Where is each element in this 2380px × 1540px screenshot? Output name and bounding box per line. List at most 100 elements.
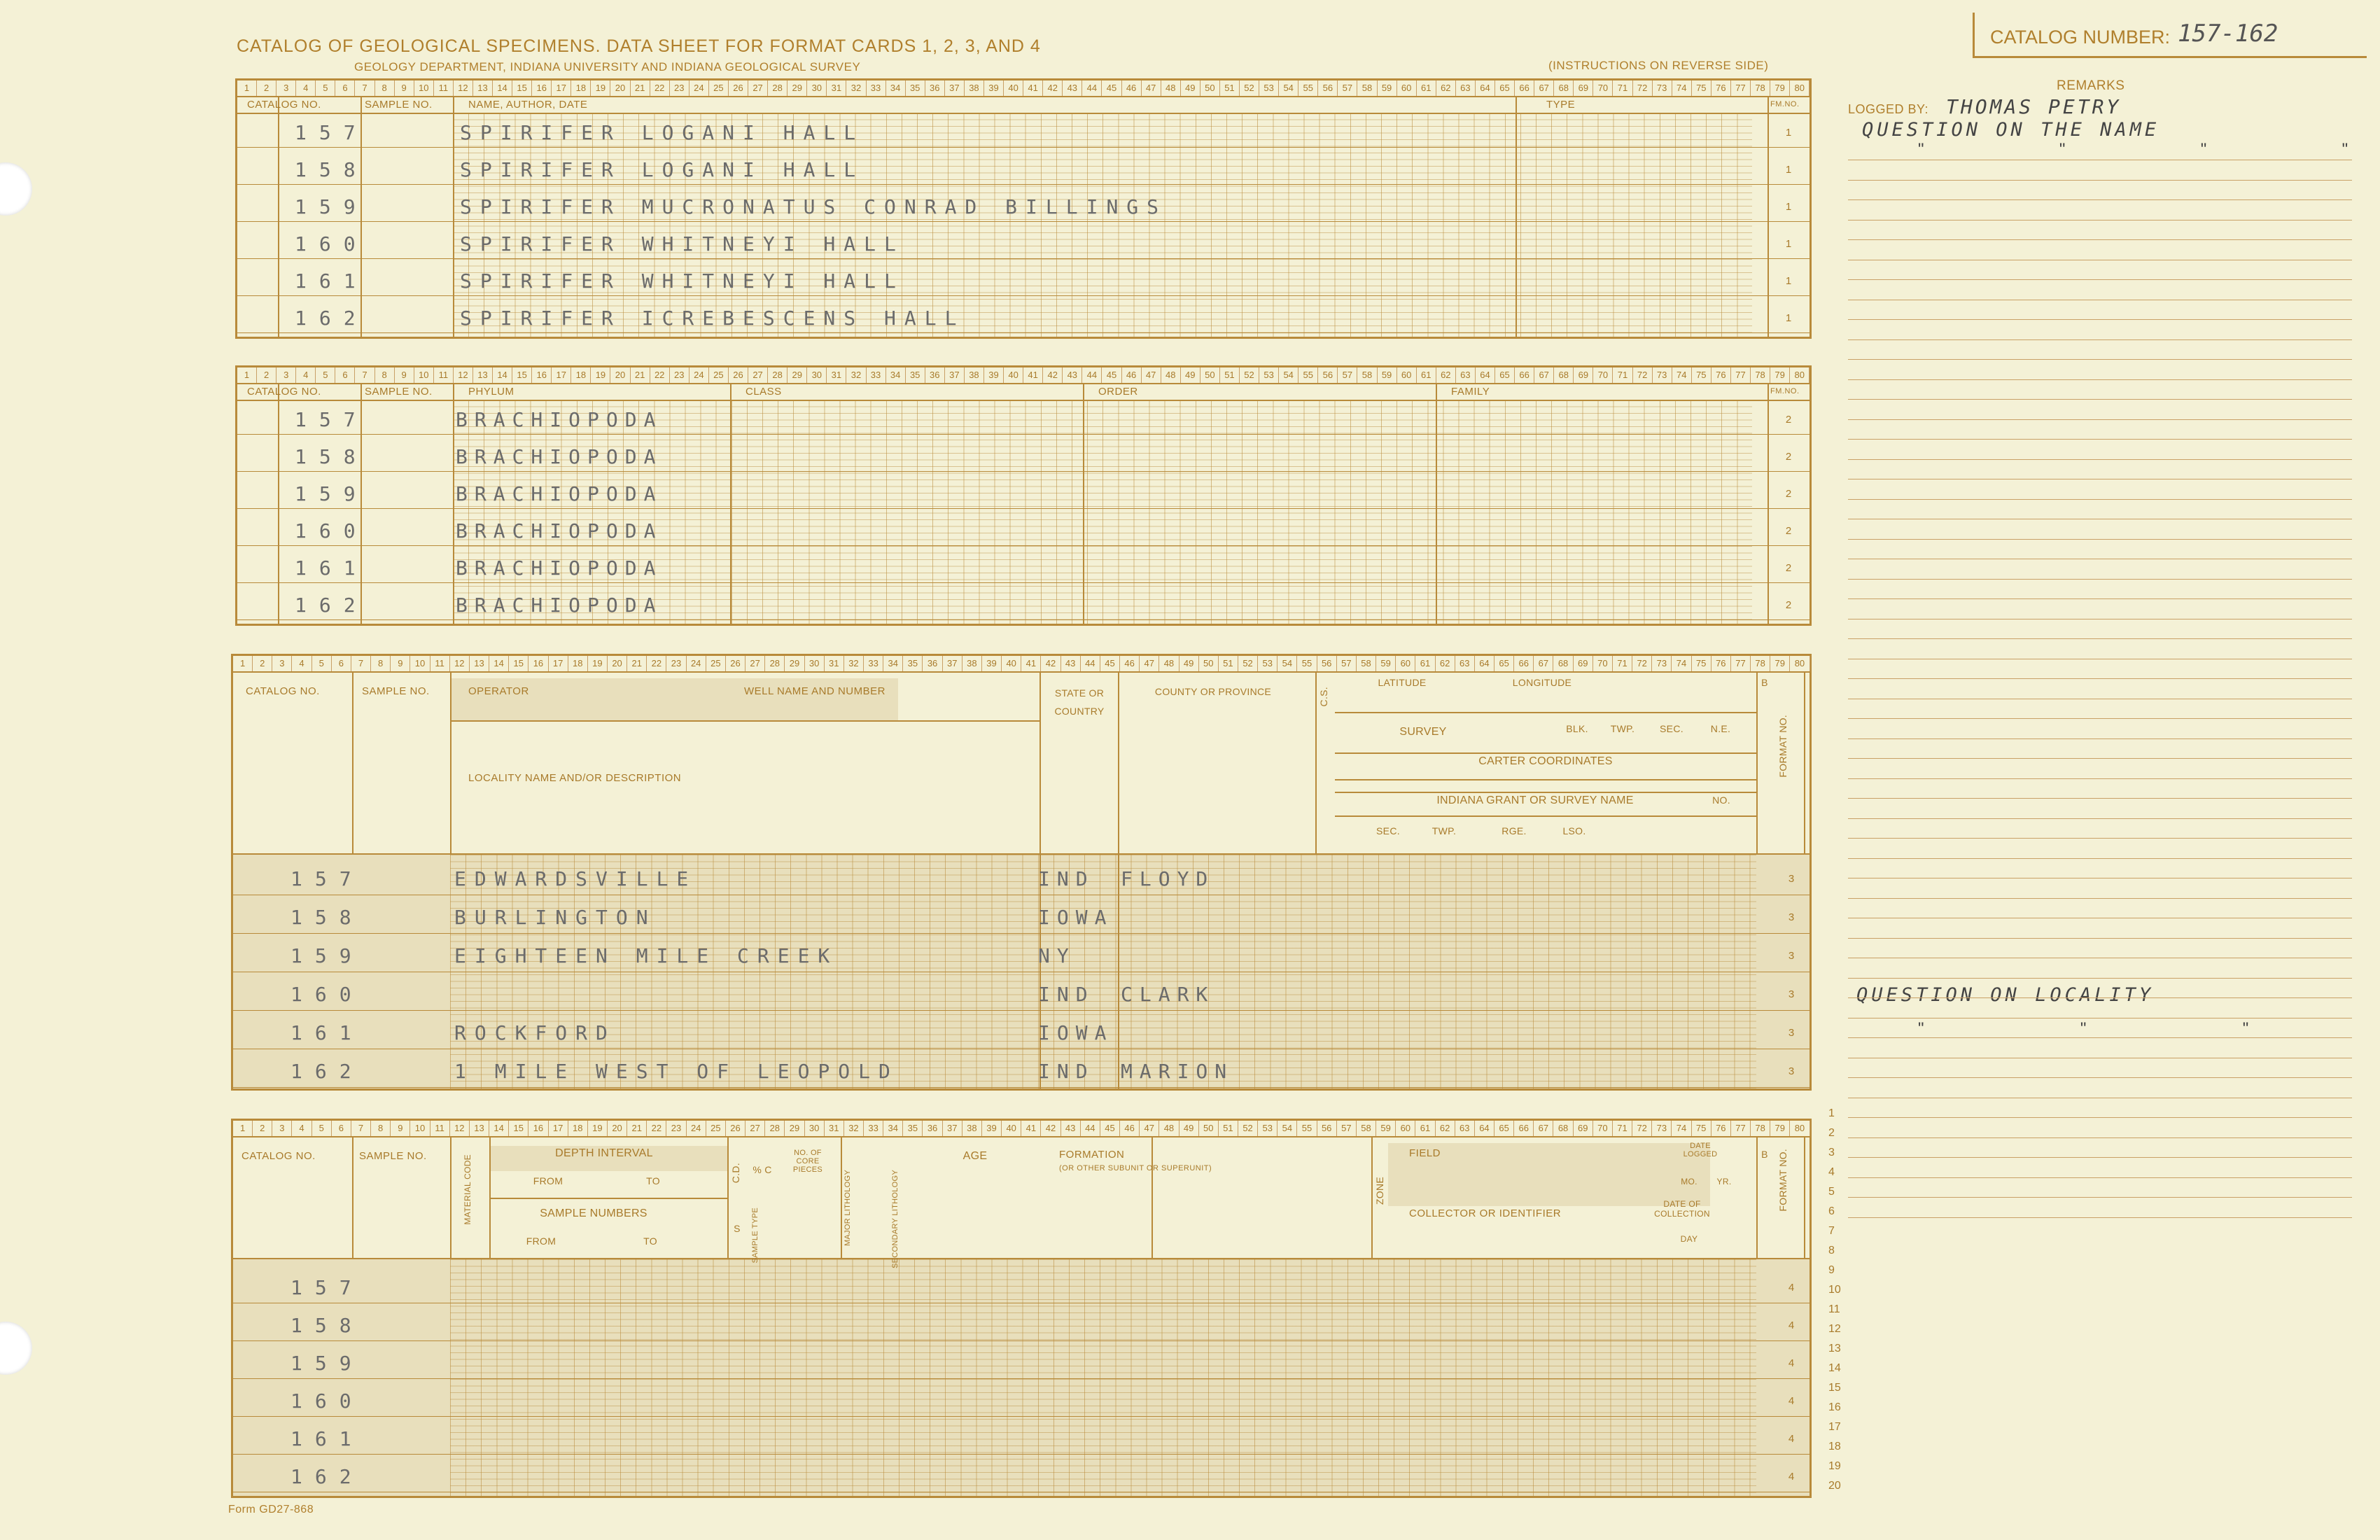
remarks-line — [1848, 738, 2352, 739]
remarks-line — [1848, 997, 2352, 998]
form-subtitle: GEOLOGY DEPARTMENT, INDIANA UNIVERSITY A… — [354, 60, 861, 74]
remarks-line-number: 20 — [1828, 1480, 1841, 1492]
remarks-line — [1848, 638, 2352, 639]
remarks-line-number: 6 — [1828, 1205, 1835, 1217]
card3-header-blk: BLK. — [1566, 723, 1588, 734]
card4-header-major: MAJOR LITHOLOGY — [844, 1170, 852, 1247]
format-number: 1 — [1785, 275, 1792, 287]
phylum-value: BRACHIOPODA — [456, 594, 663, 617]
card3-operator-shade — [450, 678, 898, 720]
format-number: 3 — [1788, 988, 1795, 1000]
card4-header-mo: MO. — [1681, 1177, 1698, 1186]
remarks-line — [1848, 1077, 2352, 1078]
card3-header-grant: INDIANA GRANT OR SURVEY NAME — [1436, 794, 1634, 806]
remark-note-2: QUESTION ON LOCALITY — [1856, 984, 2155, 1006]
card4-header-age: AGE — [962, 1150, 988, 1162]
remarks-line-number: 7 — [1828, 1225, 1835, 1237]
format-number: 4 — [1788, 1471, 1795, 1483]
county-value: FLOYD — [1121, 867, 1215, 890]
remarks-line — [1848, 1117, 2352, 1118]
card4-header-format: FORMAT NO. — [1777, 1149, 1788, 1212]
card3-header-state: STATE OR COUNTRY — [1054, 687, 1105, 717]
format-number: 3 — [1788, 911, 1795, 923]
remarks-line — [1848, 399, 2352, 400]
remarks-line — [1848, 1177, 2352, 1178]
remarks-line — [1848, 279, 2352, 280]
card4-header-sample-type: SAMPLE TYPE — [751, 1208, 760, 1264]
state-value: IOWA — [1038, 906, 1114, 929]
card2-header-sample: SAMPLE NO. — [365, 386, 433, 398]
card3-header-no: NO. — [1712, 794, 1730, 806]
card3-header-sample: SAMPLE NO. — [362, 685, 430, 697]
card4-header-catalog: CATALOG NO. — [241, 1150, 316, 1162]
card4-depth-shade — [489, 1146, 727, 1171]
card3-header-sec2: SEC. — [1376, 825, 1400, 836]
catalog-number-label: CATALOG NUMBER: — [1990, 27, 2171, 48]
phylum-value: BRACHIOPODA — [456, 556, 663, 580]
catalog-number: 162 — [295, 594, 368, 617]
format-number: 2 — [1785, 488, 1792, 500]
format-number: 4 — [1788, 1433, 1795, 1445]
remarks-line — [1848, 1157, 2352, 1158]
remarks-line — [1848, 359, 2352, 360]
state-value: IND — [1038, 867, 1095, 890]
remarks-line — [1848, 458, 2352, 460]
catalog-number: 160 — [290, 1390, 364, 1413]
card4-header-sn-from: FROM — [526, 1236, 556, 1247]
remark-note-2-ditto: " " " — [1918, 1019, 2298, 1038]
locality-value: EIGHTEEN MILE CREEK — [454, 944, 839, 967]
catalog-number: 159 — [290, 1352, 364, 1375]
punch-hole-bottom — [0, 1322, 32, 1375]
card2-header-catalog: CATALOG NO. — [247, 386, 321, 398]
format-number: 2 — [1785, 562, 1792, 574]
card4-header-pctc: % C — [752, 1164, 772, 1175]
phylum-value: BRACHIOPODA — [456, 482, 663, 505]
locality-value: BURLINGTON — [454, 906, 657, 929]
card3-header-b: B — [1761, 677, 1768, 688]
county-value: MARION — [1121, 1060, 1234, 1083]
format-number: 4 — [1788, 1357, 1795, 1369]
catalog-number: 161 — [295, 556, 368, 580]
catalog-number: 158 — [290, 1314, 364, 1337]
remarks-line — [1848, 758, 2352, 759]
county-value: CLARK — [1121, 983, 1215, 1006]
remarks-line-number: 5 — [1828, 1186, 1835, 1198]
specimen-name: SPIRIFER WHITNEYI HALL — [460, 232, 904, 255]
card3-header-well: WELL NAME AND NUMBER — [744, 685, 886, 697]
remarks-line — [1848, 538, 2352, 540]
card3-header-operator: OPERATOR — [468, 685, 529, 697]
card4-header-b: B — [1761, 1149, 1768, 1160]
remarks-line — [1848, 179, 2352, 181]
format-number: 2 — [1785, 599, 1792, 611]
remarks-line-number: 14 — [1828, 1362, 1841, 1374]
card4-header-date-collection: DATE OF COLLECTION — [1654, 1199, 1710, 1219]
catalog-number: 157 — [295, 408, 368, 431]
remarks-line — [1848, 798, 2352, 799]
catalog-number: 159 — [295, 195, 368, 218]
remarks-line — [1848, 937, 2352, 939]
form-number: Form GD27-868 — [228, 1504, 314, 1516]
card4-header-core: NO. OF CORE PIECES — [792, 1149, 823, 1174]
card2-header-fmno: FM.NO. — [1770, 387, 1800, 396]
remarks-line — [1848, 778, 2352, 779]
locality-value: EDWARDSVILLE — [454, 867, 697, 890]
remarks-line-number: 8 — [1828, 1245, 1835, 1256]
remark-note-1-ditto: " " " " — [1918, 140, 2380, 159]
form-instructions: (INSTRUCTIONS ON REVERSE SIDE) — [1548, 59, 1769, 72]
card4-header-formation: FORMATION — [1059, 1149, 1125, 1161]
card3-header-carter: CARTER COORDINATES — [1478, 755, 1613, 767]
card3-header-rge: RGE. — [1502, 825, 1527, 836]
remarks-line — [1848, 1037, 2352, 1038]
catalog-number: 162 — [290, 1060, 364, 1083]
card4-header-collector: COLLECTOR OR IDENTIFIER — [1409, 1208, 1562, 1219]
catalog-number: 159 — [295, 482, 368, 505]
catalog-number: 159 — [290, 944, 364, 967]
punch-hole-top — [0, 162, 32, 216]
card2-header-phylum: PHYLUM — [468, 386, 514, 398]
card3-header-lso: LSO. — [1562, 825, 1586, 836]
card4-header-yr: YR. — [1716, 1177, 1732, 1186]
card2-header-family: FAMILY — [1451, 386, 1490, 398]
card4-header-sample-numbers: SAMPLE NUMBERS — [540, 1208, 648, 1219]
